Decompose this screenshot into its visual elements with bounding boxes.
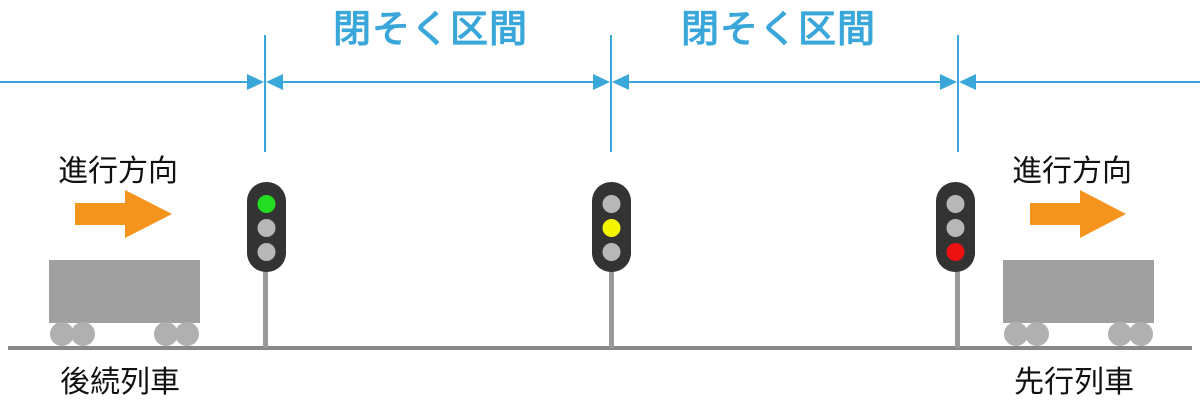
signal-pole-3 xyxy=(955,268,960,348)
train-wheel xyxy=(154,322,178,346)
right-arrow-icon xyxy=(1030,190,1126,238)
arrowhead-right-2 xyxy=(593,74,610,90)
signal-lamp-off xyxy=(257,243,276,261)
dimension-arrowheads xyxy=(247,74,976,90)
signal-lamp-off xyxy=(257,219,276,237)
train-wheel xyxy=(1108,322,1132,346)
block-section-label-2: 閉そく区間 xyxy=(681,7,877,51)
train-body xyxy=(49,260,200,323)
train-wheel xyxy=(1004,322,1028,346)
signal-lamp-off xyxy=(602,195,621,213)
signal-lamp-red xyxy=(946,243,965,261)
signal-lamp-off xyxy=(946,219,965,237)
arrow-shaft-right xyxy=(1030,203,1082,225)
train-wheel xyxy=(1025,322,1049,346)
signal-2 xyxy=(592,182,631,272)
rail-line xyxy=(8,346,1192,350)
arrowhead-right-1 xyxy=(247,74,264,90)
train-wheel xyxy=(71,322,95,346)
direction-label-right: 進行方向 xyxy=(1012,154,1132,189)
arrowhead-left-2 xyxy=(612,74,629,90)
preceding-train-label: 先行列車 xyxy=(1014,365,1134,400)
following-train-label: 後続列車 xyxy=(60,365,180,400)
arrowhead-right-3 xyxy=(940,74,957,90)
preceding-train xyxy=(1003,260,1154,346)
signal-pole-2 xyxy=(609,268,614,348)
train-wheel xyxy=(175,322,199,346)
arrow-head-left xyxy=(125,190,172,238)
block-section-label-1: 閉そく区間 xyxy=(333,7,529,51)
arrow-head-right xyxy=(1080,190,1126,238)
train-wheel xyxy=(1129,322,1153,346)
signal-3 xyxy=(936,182,975,272)
signal-1 xyxy=(247,182,286,272)
following-train xyxy=(49,260,200,346)
arrowhead-left-3 xyxy=(959,74,976,90)
right-arrow-icon xyxy=(75,190,172,238)
signal-lamp-off xyxy=(946,195,965,213)
arrow-shaft-left xyxy=(75,203,127,225)
signal-lamp-green xyxy=(257,195,276,213)
signal-lamp-yellow xyxy=(602,219,621,237)
signal-pole-1 xyxy=(263,268,268,348)
train-body xyxy=(1003,260,1154,323)
arrowhead-left-1 xyxy=(266,74,283,90)
direction-label-left: 進行方向 xyxy=(58,154,178,189)
train-wheel xyxy=(50,322,74,346)
signal-lamp-off xyxy=(602,243,621,261)
